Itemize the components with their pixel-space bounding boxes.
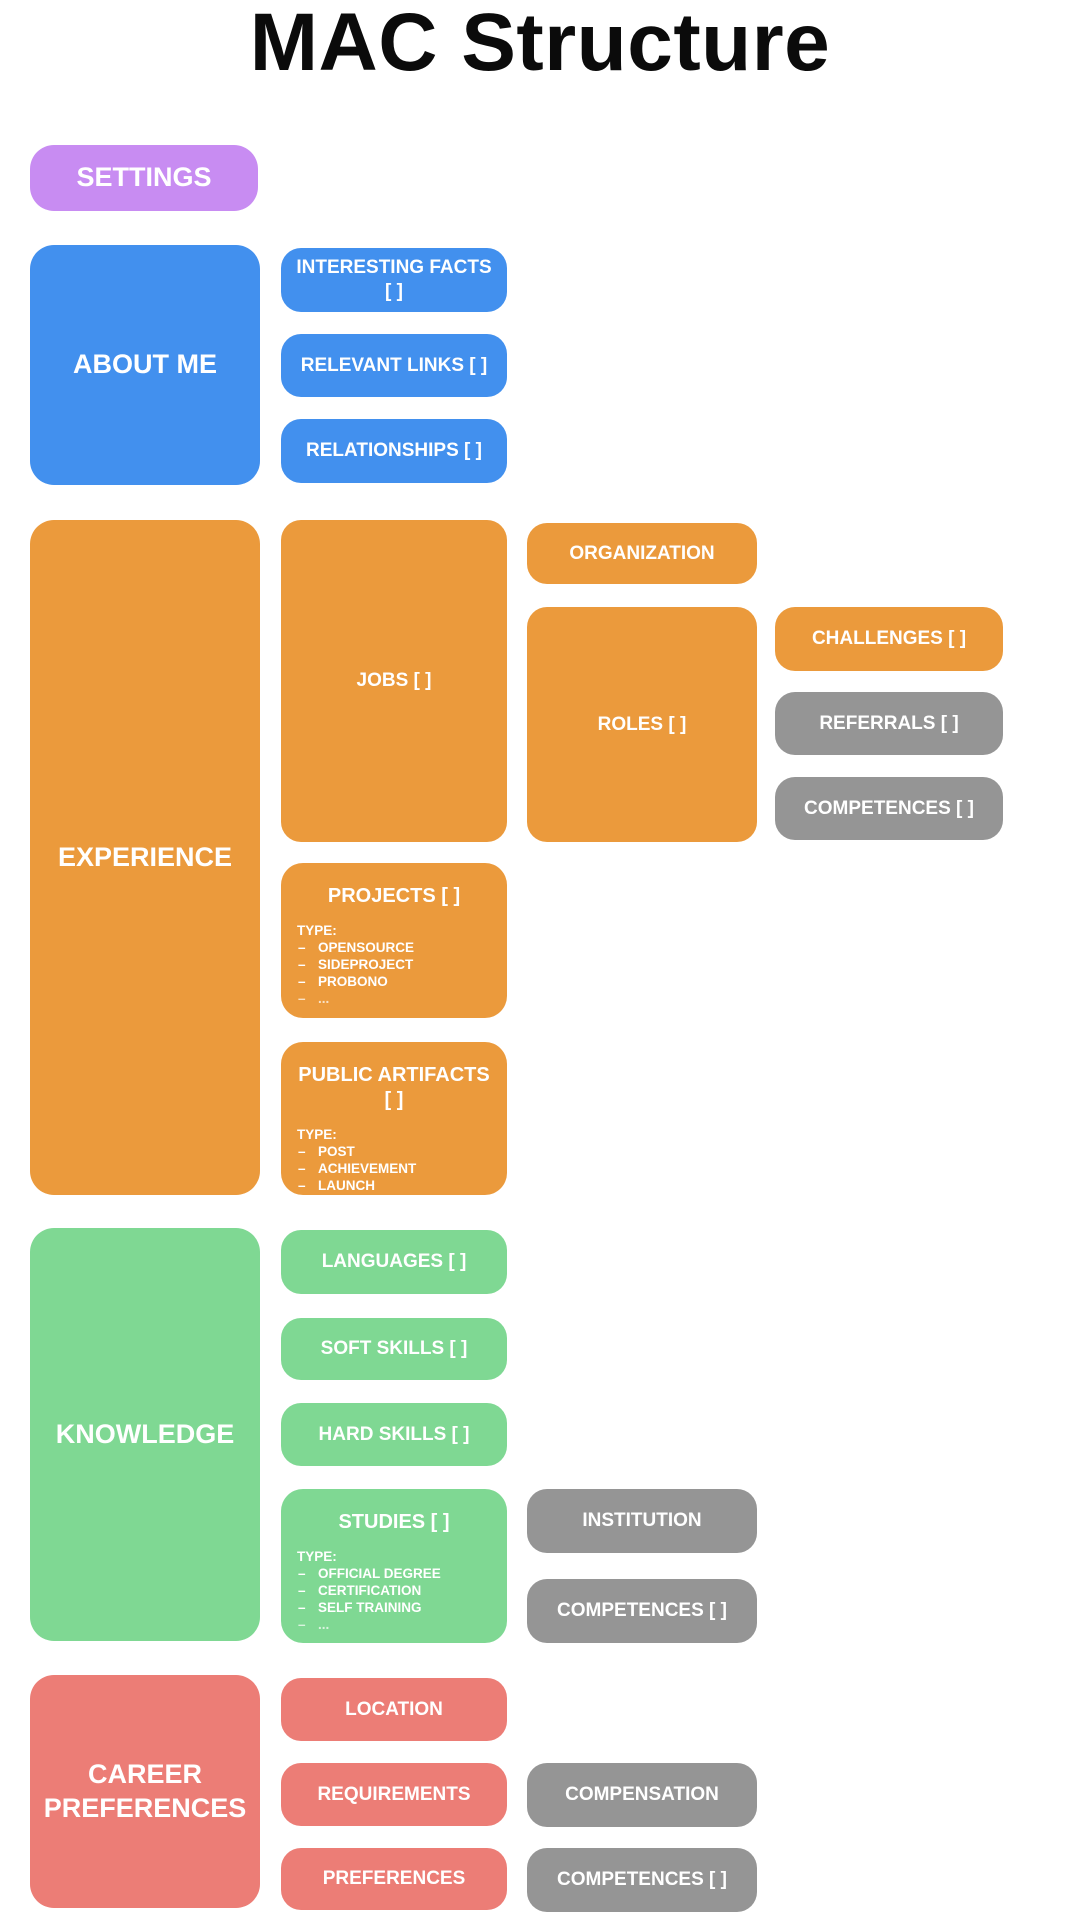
organization-box: ORGANIZATION [527,523,757,584]
relationships-box: RELATIONSHIPS [ ] [281,419,507,483]
preferences-competences-box: COMPETENCES [ ] [527,1848,757,1912]
jobs-box: JOBS [ ] [281,520,507,842]
type-item: OFFICIAL DEGREE [297,1565,491,1582]
challenges-box: CHALLENGES [ ] [775,607,1003,671]
type-item: SIDEPROJECT [297,956,491,973]
relevant-links-box: RELEVANT LINKS [ ] [281,334,507,397]
projects-type-heading: TYPE: [297,923,337,938]
hard-skills-box: HARD SKILLS [ ] [281,1403,507,1466]
institution-box: INSTITUTION [527,1489,757,1553]
type-item: ... [297,1194,491,1211]
projects-type-list: OPENSOURCE SIDEPROJECT PROBONO ... [297,939,491,1007]
about-me-box: ABOUT ME [30,245,260,485]
public-artifacts-type-list: POST ACHIEVEMENT LAUNCH ... [297,1143,491,1211]
referrals-box: REFERRALS [ ] [775,692,1003,755]
type-item: ... [297,1616,491,1633]
studies-box: STUDIES [ ] TYPE: OFFICIAL DEGREE CERTIF… [281,1489,507,1643]
type-item: LAUNCH [297,1177,491,1194]
settings-box: SETTINGS [30,145,258,211]
public-artifacts-box: PUBLIC ARTIFACTS [ ] TYPE: POST ACHIEVEM… [281,1042,507,1211]
type-item: CERTIFICATION [297,1582,491,1599]
studies-label: STUDIES [ ] [338,1511,450,1533]
preferences-box: PREFERENCES [281,1848,507,1910]
experience-box: EXPERIENCE [30,520,260,1195]
public-artifacts-label: PUBLIC ARTIFACTS [ ] [298,1064,490,1111]
career-preferences-box: CAREER PREFERENCES [30,1675,260,1908]
type-item: POST [297,1143,491,1160]
location-box: LOCATION [281,1678,507,1741]
type-item: OPENSOURCE [297,939,491,956]
type-item: SELF TRAINING [297,1599,491,1616]
roles-competences-box: COMPETENCES [ ] [775,777,1003,840]
projects-label: PROJECTS [ ] [327,885,461,907]
soft-skills-box: SOFT SKILLS [ ] [281,1318,507,1380]
languages-box: LANGUAGES [ ] [281,1230,507,1294]
public-artifacts-type-heading: TYPE: [297,1127,337,1142]
projects-box: PROJECTS [ ] TYPE: OPENSOURCE SIDEPROJEC… [281,863,507,1018]
interesting-facts-box: INTERESTING FACTS [ ] [281,248,507,312]
type-item: ACHIEVEMENT [297,1160,491,1177]
compensation-box: COMPENSATION [527,1763,757,1827]
knowledge-box: KNOWLEDGE [30,1228,260,1641]
page-title: MAC Structure [249,0,831,88]
studies-competences-box: COMPETENCES [ ] [527,1579,757,1643]
requirements-box: REQUIREMENTS [281,1763,507,1826]
studies-type-heading: TYPE: [297,1549,337,1564]
studies-type-list: OFFICIAL DEGREE CERTIFICATION SELF TRAIN… [297,1565,491,1633]
type-item: PROBONO [297,973,491,990]
type-item: ... [297,990,491,1007]
roles-box: ROLES [ ] [527,607,757,842]
